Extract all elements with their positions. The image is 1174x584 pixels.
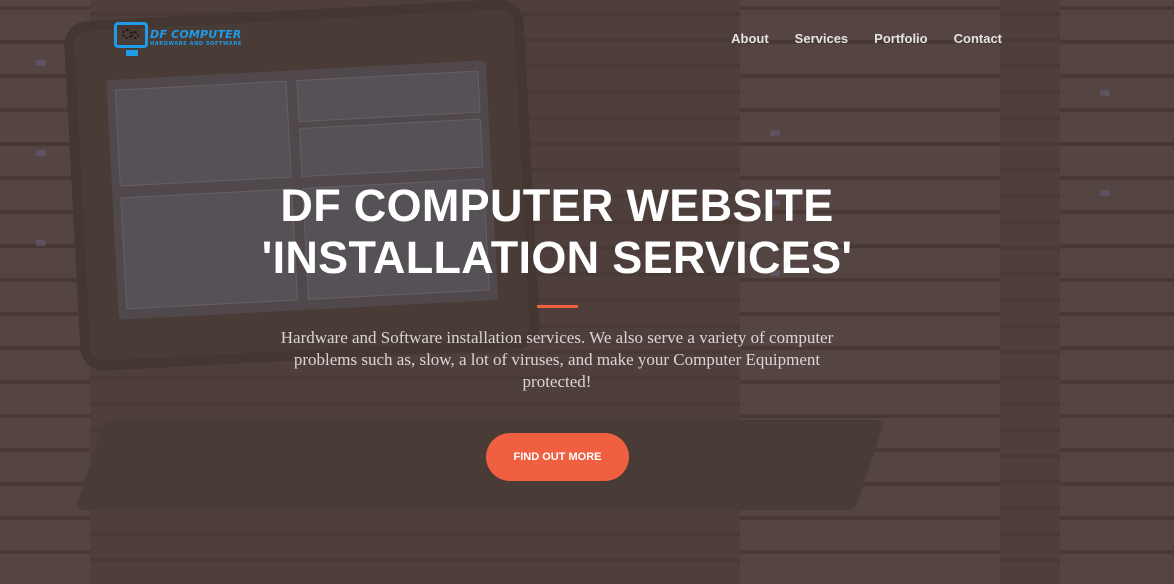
nav-links: About Services Portfolio Contact — [705, 31, 1002, 46]
nav-link-portfolio[interactable]: Portfolio — [874, 31, 928, 46]
hero-description: Hardware and Software installation servi… — [280, 328, 834, 391]
find-out-more-button[interactable]: FIND OUT MORE — [486, 433, 629, 481]
brand-logo[interactable]: DF COMPUTER HARDWARE AND SOFTWARE — [114, 20, 256, 60]
nav-link-about[interactable]: About — [731, 31, 769, 46]
heading-divider — [537, 305, 578, 308]
monitor-icon — [114, 22, 148, 48]
brand-subtitle: HARDWARE AND SOFTWARE — [150, 41, 242, 47]
hero-heading-line2: 'INSTALLATION SERVICES' — [261, 232, 853, 283]
nav-link-contact[interactable]: Contact — [953, 31, 1002, 46]
gear-icon — [131, 31, 139, 39]
hero-heading: DF COMPUTER WEBSITE 'INSTALLATION SERVIC… — [0, 180, 1114, 284]
hero-heading-line1: DF COMPUTER WEBSITE — [280, 180, 834, 231]
brand-title: DF COMPUTER — [150, 28, 242, 41]
main-navbar: DF COMPUTER HARDWARE AND SOFTWARE About … — [0, 0, 1174, 80]
monitor-stand-icon — [126, 50, 138, 56]
nav-link-services[interactable]: Services — [794, 31, 849, 46]
